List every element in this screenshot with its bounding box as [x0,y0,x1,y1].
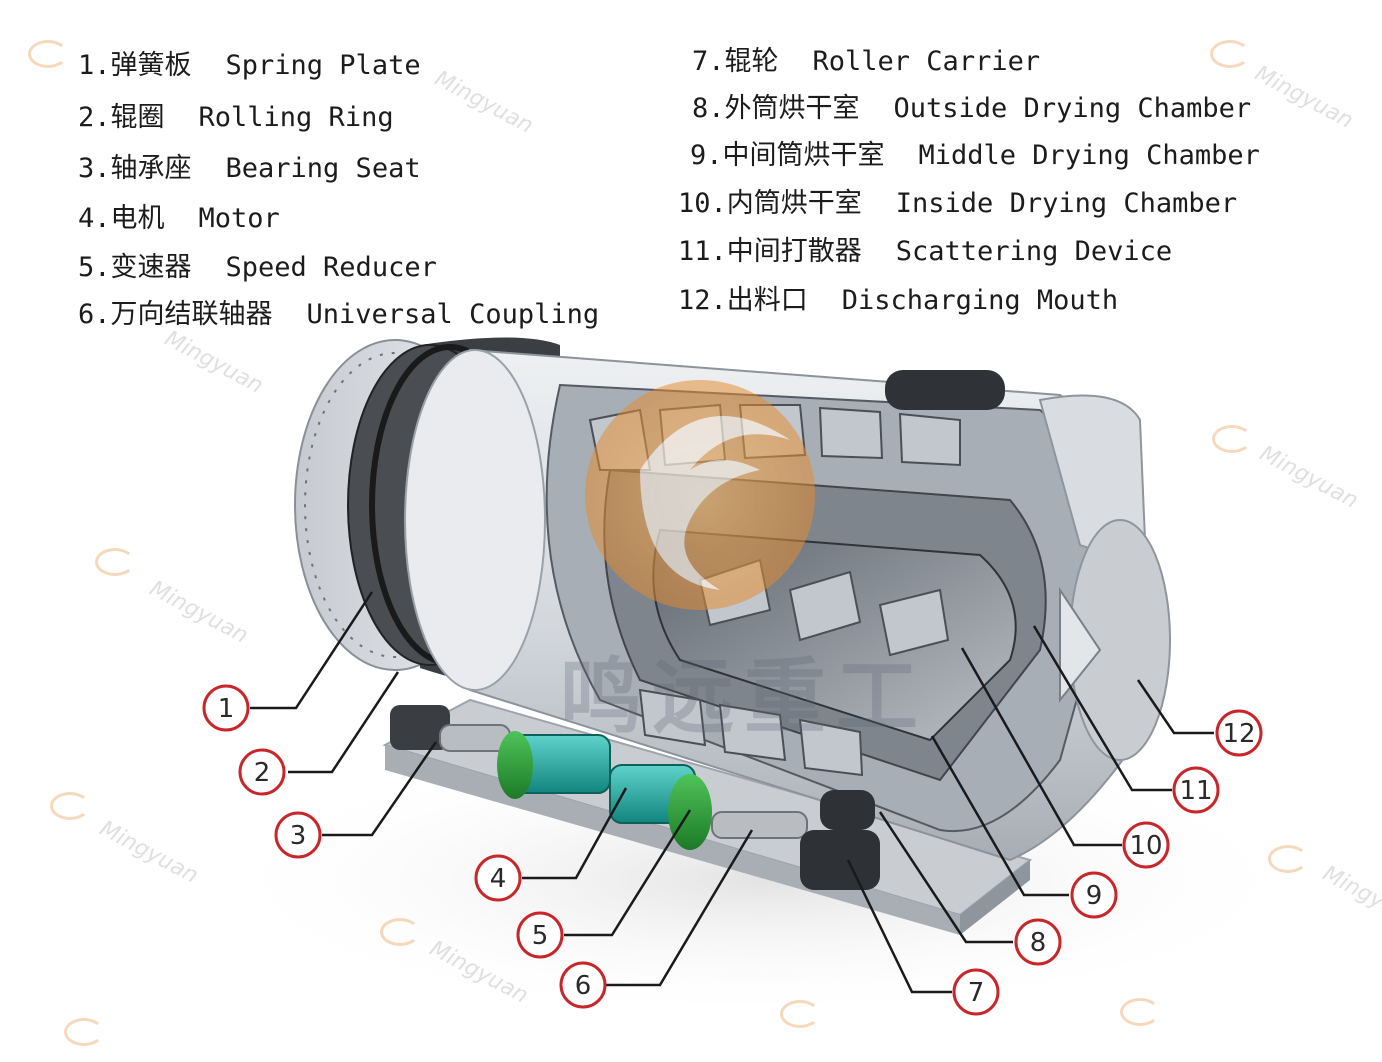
callout-circle-12 [1215,709,1263,757]
callout-circle-6 [559,961,607,1009]
legend-item-5: 5. 变速器 Speed Reducer [78,252,437,283]
watermark-logo-icon [64,1018,104,1046]
watermark-logo-icon [95,548,135,576]
watermark-logo-icon [1210,40,1250,68]
legend-right: 7. 辊轮 Roller Carrier 8. 外筒烘干室 Outside Dr… [678,48,1368,338]
watermark-logo-icon [1212,425,1252,453]
callout-label-2: 2 [254,758,271,788]
legend-item-3: 3. 轴承座 Bearing Seat [78,153,421,184]
legend-item-7: 7. 辊轮 Roller Carrier [692,46,1041,77]
callout-label-12: 12 [1222,719,1255,749]
callout-circle-9 [1070,871,1118,919]
callout-label-11: 11 [1179,776,1212,806]
callout-circle-11 [1172,766,1220,814]
legend-item-8: 8. 外筒烘干室 Outside Drying Chamber [692,93,1252,124]
callout-circle-10 [1122,821,1170,869]
center-brand-text: 鸣远重工 [560,650,929,745]
callout-circle-5 [516,911,564,959]
legend-item-10: 10. 内筒烘干室 Inside Drying Chamber [678,188,1238,219]
callout-circle-7 [952,968,1000,1016]
callout-label-9: 9 [1086,881,1103,911]
watermark-logo-icon [380,918,420,946]
motor-body [509,734,696,824]
callout-circle-3 [274,811,322,859]
callout-circle-2 [238,748,286,796]
callout-label-6: 6 [575,971,592,1001]
roller-carrier-top [885,370,1005,410]
leader-lines [250,591,1214,994]
watermark-logo-icon [50,792,90,820]
callout-label-8: 8 [1030,928,1047,958]
callout-circle-1 [202,684,250,732]
callout-label-1: 1 [218,694,235,724]
callout-label-4: 4 [490,864,507,894]
callout-label-3: 3 [290,821,307,851]
drive-train [390,705,880,890]
legend-item-9: 9. 中间筒烘干室 Middle Drying Chamber [690,140,1260,171]
legend-item-1: 1. 弹簧板 Spring Plate [78,50,421,81]
legend-item-4: 4. 电机 Motor [78,203,280,234]
watermark-logo-icon [1268,845,1308,873]
discharge-hood [1038,394,1171,761]
callout-circle-8 [1014,918,1062,966]
legend-item-6: 6. 万向结联轴器 Universal Coupling [78,299,600,330]
brand-logo-watermark [585,380,815,610]
callout-label-5: 5 [532,921,549,951]
callout-circle-4 [474,854,522,902]
watermark-logo-icon [780,1000,820,1028]
legend-left: 1. 弹簧板 Spring Plate 2. 辊圈 Rolling Ring 3… [78,52,678,342]
callout-label-7: 7 [968,978,985,1008]
legend-item-12: 12. 出料口 Discharging Mouth [678,285,1119,316]
callout-label-10: 10 [1129,831,1162,861]
watermark-logo-icon [1120,998,1160,1026]
legend-item-11: 11. 中间打散器 Scattering Device [678,236,1173,267]
legend-item-2: 2. 辊圈 Rolling Ring [78,102,394,133]
watermark-logo-icon [28,40,68,68]
